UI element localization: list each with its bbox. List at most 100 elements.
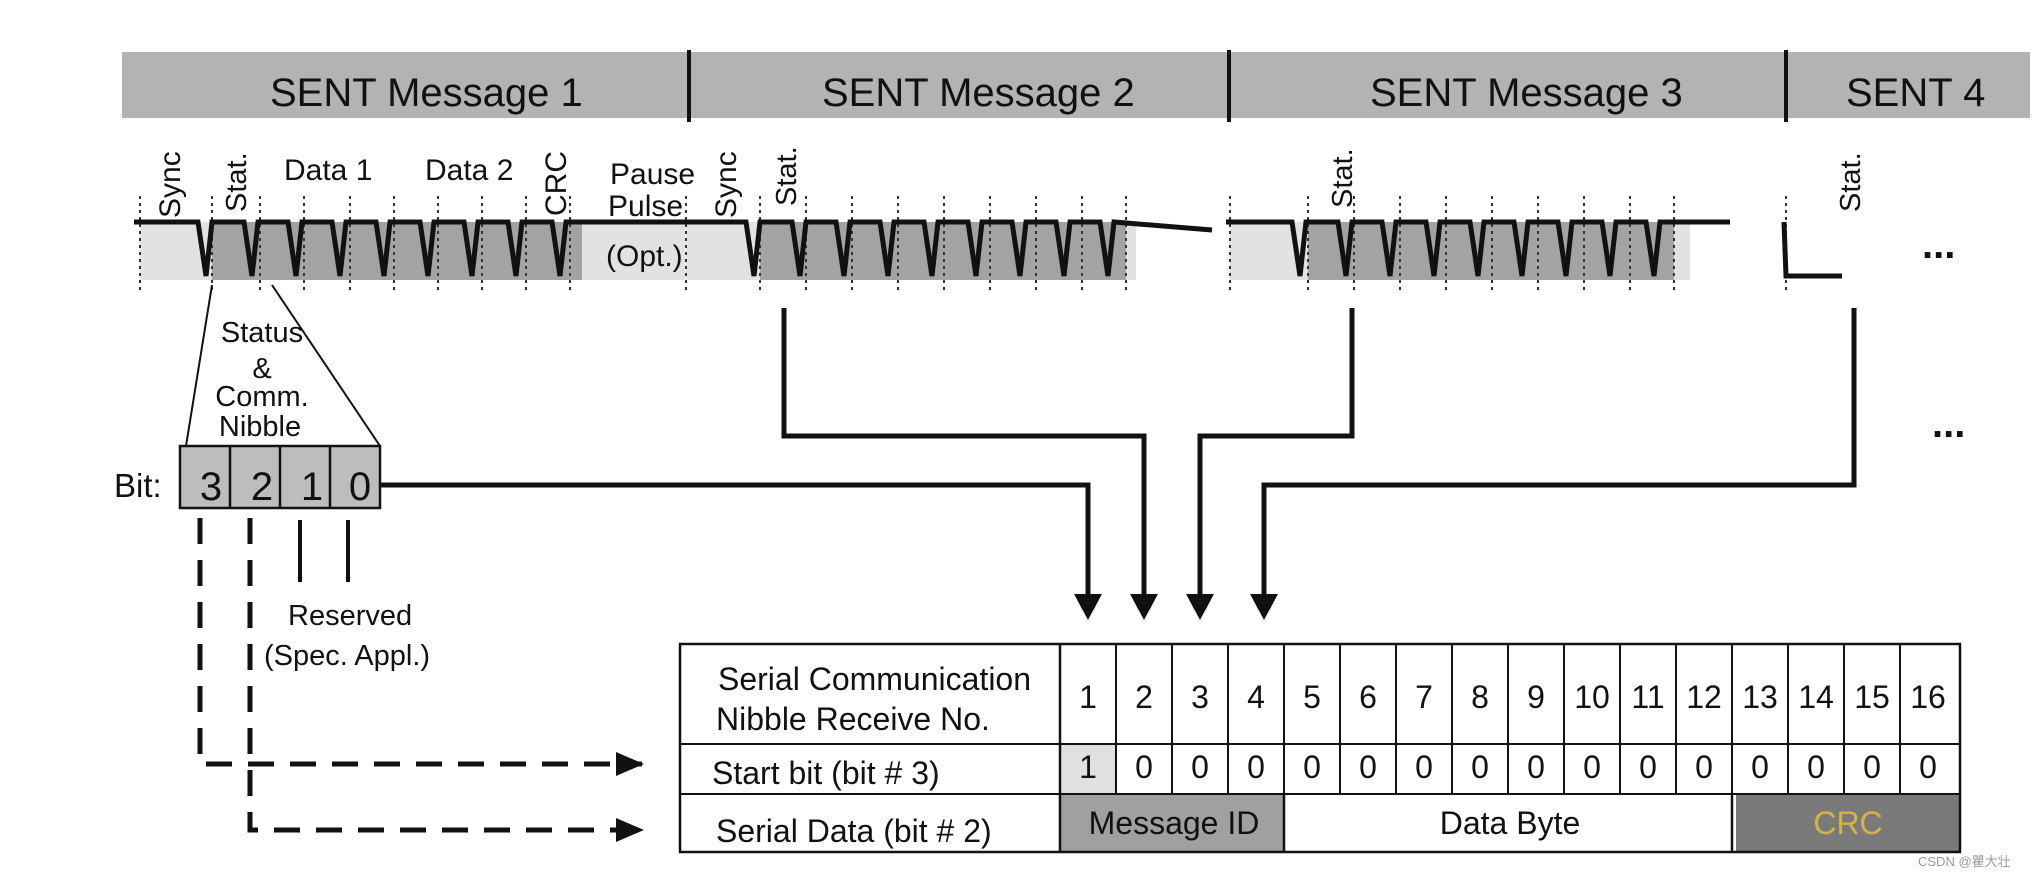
nibble-number-cell: 9 [1527, 679, 1545, 715]
message-1-data-band [212, 222, 582, 280]
zoom-line-right [271, 284, 381, 447]
nibble-number-cell: 4 [1247, 679, 1265, 715]
nibble-number-cell: 16 [1910, 679, 1946, 715]
start-bit-cell: 1 [1079, 749, 1097, 785]
row-label-serial-data: Serial Data (bit # 2) [716, 813, 992, 849]
ellipsis-upper: ... [1922, 223, 1955, 267]
bit-1-label: 1 [301, 465, 323, 509]
bit-prefix-label: Bit: [114, 467, 162, 504]
watermark: CSDN @瞿大壮 [1918, 854, 2011, 869]
nibble-number-cell: 8 [1471, 679, 1489, 715]
reserved-label: Reserved [288, 600, 412, 632]
start-bit-cell: 0 [1471, 749, 1489, 785]
crc-cell-bg [1736, 794, 1960, 852]
start-bit-cell: 0 [1751, 749, 1769, 785]
crc-cell: CRC [1813, 805, 1882, 841]
spec-appl-label: (Spec. Appl.) [264, 640, 430, 672]
row-label-start-bit: Start bit (bit # 3) [712, 755, 940, 791]
start-bit-cell: 0 [1359, 749, 1377, 785]
row-label-nibble-no-line2: Nibble Receive No. [716, 701, 990, 737]
bit-3-label: 3 [200, 465, 222, 509]
opt-label: (Opt.) [606, 240, 683, 273]
serial-data-dashed-arrow [247, 518, 642, 833]
message-id-cell-bg [1060, 794, 1284, 852]
start-bit-cell: 0 [1303, 749, 1321, 785]
waveform-labels: Sync Stat. Data 1 Data 2 CRC Pause Pulse… [154, 146, 1965, 446]
status-label: Status [221, 317, 303, 349]
message-header-bar: SENT Message 1 SENT Message 2 SENT Messa… [122, 50, 2030, 122]
route-bit0-to-nibble1 [380, 482, 1091, 594]
header-background [122, 52, 2030, 118]
nibble-number-cell: 11 [1631, 679, 1664, 715]
message-3-data-band [1308, 222, 1674, 280]
zoom-line-left [185, 284, 213, 447]
sent-message-2-label: SENT Message 2 [822, 71, 1135, 115]
bit-2-label: 2 [251, 465, 273, 509]
stat-label-2: Stat. [771, 146, 803, 206]
arrowhead-nibble3 [1186, 594, 1214, 620]
start-bit-row: 1 0 0 0 0 0 0 0 0 0 0 0 0 0 0 0 [1079, 749, 1937, 785]
start-bit-highlight [1060, 744, 1116, 794]
sent-4-label: SENT 4 [1846, 71, 1985, 115]
start-bit-cell: 0 [1247, 749, 1265, 785]
nibble-number-cell: 14 [1798, 679, 1834, 715]
nibble-number-cell: 10 [1574, 679, 1610, 715]
route-msg4-to-nibble4 [1261, 308, 1857, 594]
start-bit-cell: 0 [1695, 749, 1713, 785]
row-label-nibble-no-line1: Serial Communication [718, 661, 1031, 697]
stat-label-3: Stat. [1327, 148, 1359, 208]
nibble-number-cell: 13 [1742, 679, 1778, 715]
start-bit-cell: 0 [1415, 749, 1433, 785]
status-nibble-zoom: Status & Comm. Nibble Bit: 3 2 1 0 Reser… [114, 284, 644, 842]
waveform-bands [140, 222, 1690, 280]
stat-label-4: Stat. [1835, 152, 1867, 212]
start-bit-cell: 0 [1863, 749, 1881, 785]
start-bit-cell: 0 [1639, 749, 1657, 785]
start-bit-cell: 0 [1191, 749, 1209, 785]
table-border [678, 642, 1962, 854]
sync-label-2: Sync [710, 151, 743, 218]
ampersand-label: & [252, 353, 271, 385]
crc-vertical-label: CRC [540, 151, 573, 216]
sync-label: Sync [154, 151, 187, 218]
start-bit-cell: 0 [1807, 749, 1825, 785]
start-bit-cell: 0 [1135, 749, 1153, 785]
nibble-number-cell: 6 [1359, 679, 1377, 715]
nibble-number-cell: 1 [1079, 679, 1097, 715]
bit-0-label: 0 [349, 465, 371, 509]
sent-message-3-label: SENT Message 3 [1370, 71, 1683, 115]
nibble-separators [139, 196, 1787, 290]
message-id-cell: Message ID [1089, 805, 1260, 841]
arrowhead-nibble2 [1130, 594, 1158, 620]
arrowhead-nibble1 [1074, 594, 1102, 620]
start-bit-cell: 0 [1527, 749, 1545, 785]
arrowhead-nibble4 [1250, 594, 1278, 620]
start-bit-cell: 0 [1919, 749, 1937, 785]
comm-label: Comm. [215, 381, 308, 413]
nibble-label: Nibble [219, 411, 301, 443]
routing-lines [380, 308, 1857, 620]
table-grid [678, 642, 1962, 854]
nibble-number-cell: 3 [1191, 679, 1209, 715]
nibble-number-cell: 2 [1135, 679, 1153, 715]
start-bit-arrowhead [616, 752, 644, 776]
pulse-label: Pulse [608, 190, 683, 223]
nibble-number-cell: 12 [1686, 679, 1722, 715]
nibble-number-cell: 5 [1303, 679, 1321, 715]
ellipsis-lower: ... [1932, 402, 1965, 446]
serial-data-arrowhead [616, 818, 644, 842]
data1-label: Data 1 [284, 154, 372, 187]
sent-message-1-label: SENT Message 1 [270, 71, 583, 115]
sent-waveform [134, 219, 1842, 279]
data-byte-cell: Data Byte [1440, 805, 1581, 841]
route-msg3-to-nibble3 [1197, 308, 1355, 594]
pause-label: Pause [610, 158, 695, 191]
data2-label: Data 2 [425, 154, 513, 187]
nibble-number-cell: 15 [1854, 679, 1890, 715]
route-msg2-to-nibble2 [781, 308, 1147, 594]
start-bit-cell: 0 [1583, 749, 1601, 785]
stat-label: Stat. [221, 152, 253, 212]
nibble-number-cell: 7 [1415, 679, 1433, 715]
